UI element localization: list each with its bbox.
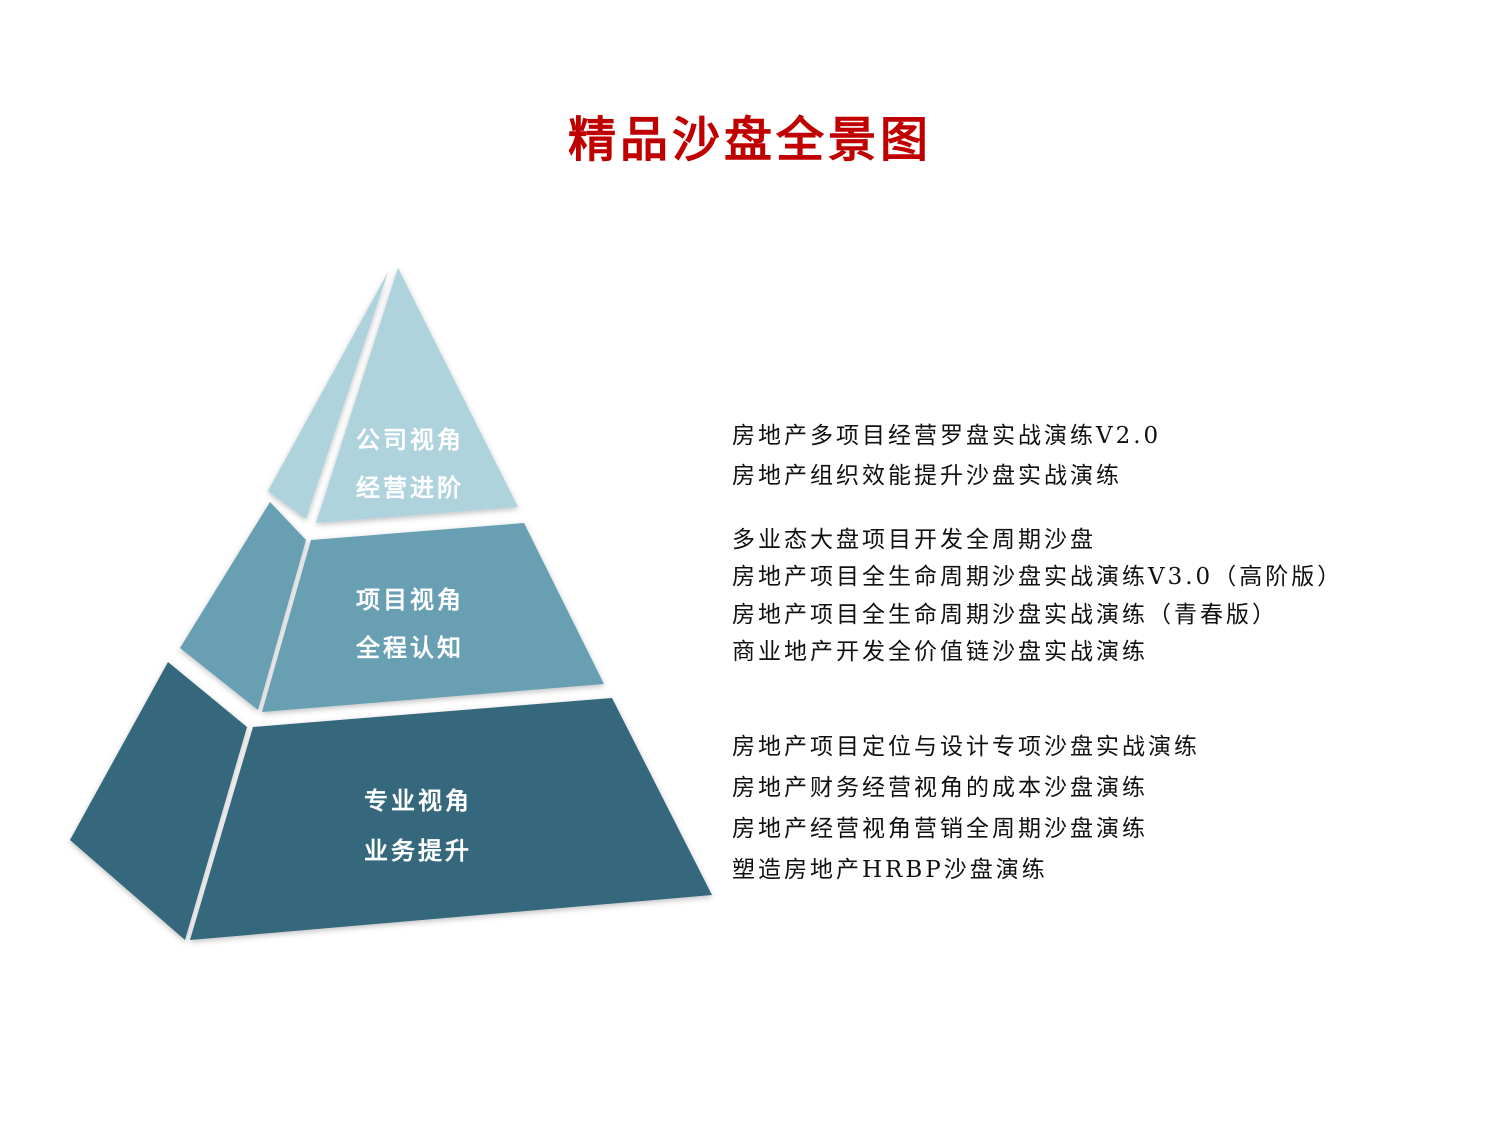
course-item: 塑造房地产HRBP沙盘演练 [732,857,1048,883]
tier-bottom-label-line2: 业务提升 [364,836,472,865]
course-item: 多业态大盘项目开发全周期沙盘 [732,527,1096,553]
tier-middle-label-line1: 项目视角 [356,585,464,614]
tier-bottom-front-face [190,698,712,940]
tier-top-label-line2: 经营进阶 [356,473,464,502]
pyramid-tier-middle [180,502,604,712]
tier-bottom-label: 专业视角 业务提升 [364,776,472,876]
course-item: 房地产组织效能提升沙盘实战演练 [732,463,1122,489]
tier-middle-label: 项目视角 全程认知 [356,576,464,672]
course-item: 房地产多项目经营罗盘实战演练V2.0 [732,423,1162,449]
course-item: 商业地产开发全价值链沙盘实战演练 [732,638,1148,665]
course-item: 房地产项目全生命周期沙盘实战演练V3.0（高阶版） [732,564,1344,591]
tier-top-label: 公司视角 经营进阶 [356,416,464,512]
course-list-top: 房地产多项目经营罗盘实战演练V2.0 房地产组织效能提升沙盘实战演练 [732,416,1161,496]
tier-top-label-line1: 公司视角 [356,425,464,454]
page-title: 精品沙盘全景图 [567,112,932,168]
course-list-bottom: 房地产项目定位与设计专项沙盘实战演练 房地产财务经营视角的成本沙盘演练 房地产经… [732,727,1200,891]
pyramid-tier-bottom [70,662,712,940]
pyramid-tier-top [268,268,518,523]
tier-bottom-label-line1: 专业视角 [364,786,472,815]
course-item: 房地产经营视角营销全周期沙盘演练 [732,816,1148,842]
pyramid-diagram [70,268,712,940]
tier-top-side-face [268,272,388,519]
course-item: 房地产项目全生命周期沙盘实战演练（青春版） [732,601,1278,628]
tier-bottom-side-face [70,662,247,940]
tier-middle-side-face [180,502,306,710]
tier-middle-front-face [262,523,604,712]
course-item: 房地产项目定位与设计专项沙盘实战演练 [732,734,1200,760]
tier-middle-label-line2: 全程认知 [356,633,464,662]
course-item: 房地产财务经营视角的成本沙盘演练 [732,775,1148,801]
tier-top-front-face [316,268,518,523]
course-list-middle: 多业态大盘项目开发全周期沙盘 房地产项目全生命周期沙盘实战演练V3.0（高阶版）… [732,522,1343,671]
